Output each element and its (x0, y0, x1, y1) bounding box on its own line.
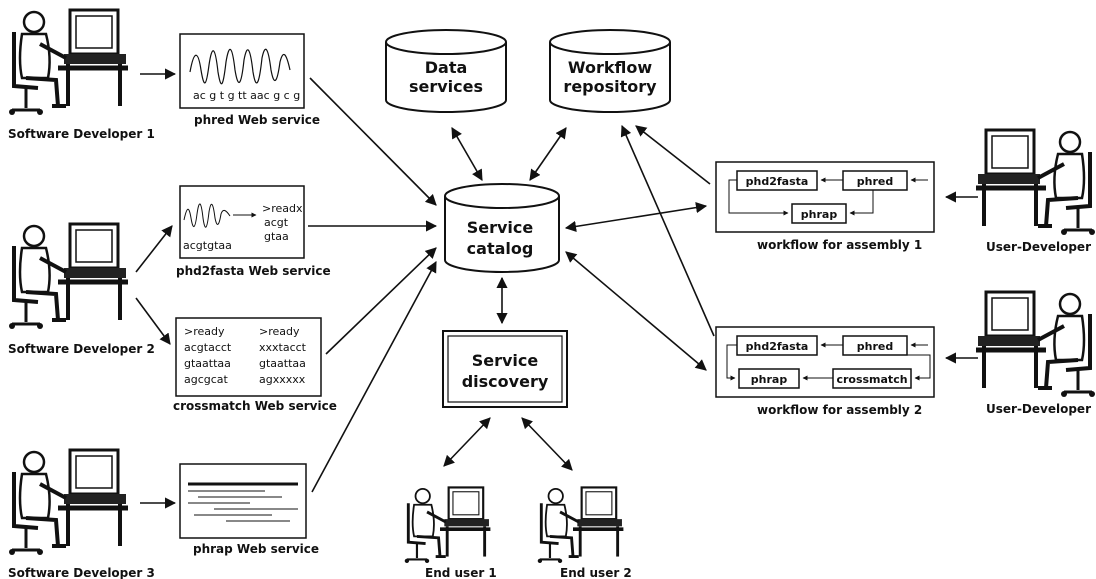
crossmatch-right-line-2: xxxtacct (259, 341, 307, 354)
crossmatch-left-line-4: agcgcat (184, 373, 229, 386)
service-discovery-line-1: Service (472, 351, 539, 370)
software-developer-1-figure (9, 10, 128, 115)
phd2fasta-caption: phd2fasta Web service (176, 264, 331, 278)
crossmatch-right-line-3: gtaattaa (259, 357, 306, 370)
data-services-line-1: Data (425, 58, 468, 77)
developer-to-service-arrows (135, 68, 177, 509)
end-user-2-label: End user 2 (560, 566, 632, 579)
phd2fasta-fasta-line-1: >readx (262, 202, 303, 215)
phrap-web-service: phrap Web service (179, 463, 319, 556)
phrap-caption: phrap Web service (193, 542, 319, 556)
workflow2-caption: workflow for assembly 2 (757, 403, 922, 417)
crossmatch-right-line-1: >ready (259, 325, 300, 338)
service-discovery-line-2: discovery (462, 372, 549, 391)
workflow2-step-phrap: phrap (751, 373, 788, 386)
crossmatch-left-line-1: >ready (184, 325, 225, 338)
user-developer-1-figure (976, 130, 1095, 235)
phred-caption: phred Web service (194, 113, 320, 127)
workflow1-step-phrap: phrap (801, 208, 838, 221)
software-developer-2-label: Software Developer 2 (8, 342, 155, 356)
crossmatch-left-line-2: acgtacct (184, 341, 232, 354)
workflow-repository-line-2: repository (563, 77, 657, 96)
workflow-assembly-2: phd2fasta phred phrap crossmatch workflo… (715, 326, 935, 417)
phd2fasta-fasta-line-2: acgt (264, 216, 289, 229)
user-developer-arrows (944, 191, 978, 364)
workflow-repository-store: Workflow repository (549, 29, 671, 113)
data-services-store: Data services (385, 29, 507, 113)
service-discovery-box: Service discovery (442, 330, 568, 408)
software-developer-3-figure (9, 450, 128, 555)
end-user-1-figure (402, 485, 493, 565)
user-developer-1-label: User-Developer 1 (986, 240, 1096, 254)
phd2fasta-trace-wave (183, 203, 231, 228)
crossmatch-web-service: >ready acgtacct gtaattaa agcgcat >ready … (173, 317, 337, 413)
data-services-line-2: services (409, 77, 483, 96)
software-developer-2-figure (9, 224, 128, 329)
service-catalog-store: Service catalog (444, 183, 560, 273)
workflow2-step-crossmatch: crossmatch (836, 373, 907, 386)
end-user-1-label: End user 1 (425, 566, 497, 579)
workflow1-step-phred: phred (857, 175, 893, 188)
workflow1-step-phd2fasta: phd2fasta (746, 175, 809, 188)
service-catalog-line-1: Service (467, 218, 534, 237)
end-user-2-figure (535, 485, 626, 565)
crossmatch-caption: crossmatch Web service (173, 399, 337, 413)
user-developer-2-figure (976, 292, 1095, 397)
user-developer-2-label: User-Developer 2 (986, 402, 1096, 416)
phred-trace-wave (189, 48, 291, 85)
service-catalog-line-2: catalog (467, 239, 534, 258)
workflow-repository-line-1: Workflow (568, 58, 652, 77)
software-developer-3-label: Software Developer 3 (8, 566, 155, 579)
phd2fasta-fasta-line-3: gtaa (264, 230, 289, 243)
catalog-links (443, 127, 708, 471)
workflow-assembly-1: phd2fasta phred phrap workflow for assem… (715, 161, 935, 252)
phred-sequence: ac g t g tt aac g c g (193, 89, 300, 102)
phd2fasta-web-service: acgtgtaa >readx acgt gtaa phd2fasta Web … (176, 185, 331, 278)
workflow-to-repository-arrows (620, 124, 715, 337)
crossmatch-right-line-4: agxxxxx (259, 373, 306, 386)
phd2fasta-sequence: acgtgtaa (183, 239, 232, 252)
workflow2-step-phd2fasta: phd2fasta (746, 340, 809, 353)
service-to-catalog-arrows (308, 77, 438, 493)
phred-web-service: ac g t g tt aac g c g phred Web service (179, 33, 320, 127)
workflow1-caption: workflow for assembly 1 (757, 238, 922, 252)
crossmatch-left-line-3: gtaattaa (184, 357, 231, 370)
workflow2-step-phred: phred (857, 340, 893, 353)
software-developer-1-label: Software Developer 1 (8, 127, 155, 141)
phrap-assembled-reads (188, 482, 298, 522)
